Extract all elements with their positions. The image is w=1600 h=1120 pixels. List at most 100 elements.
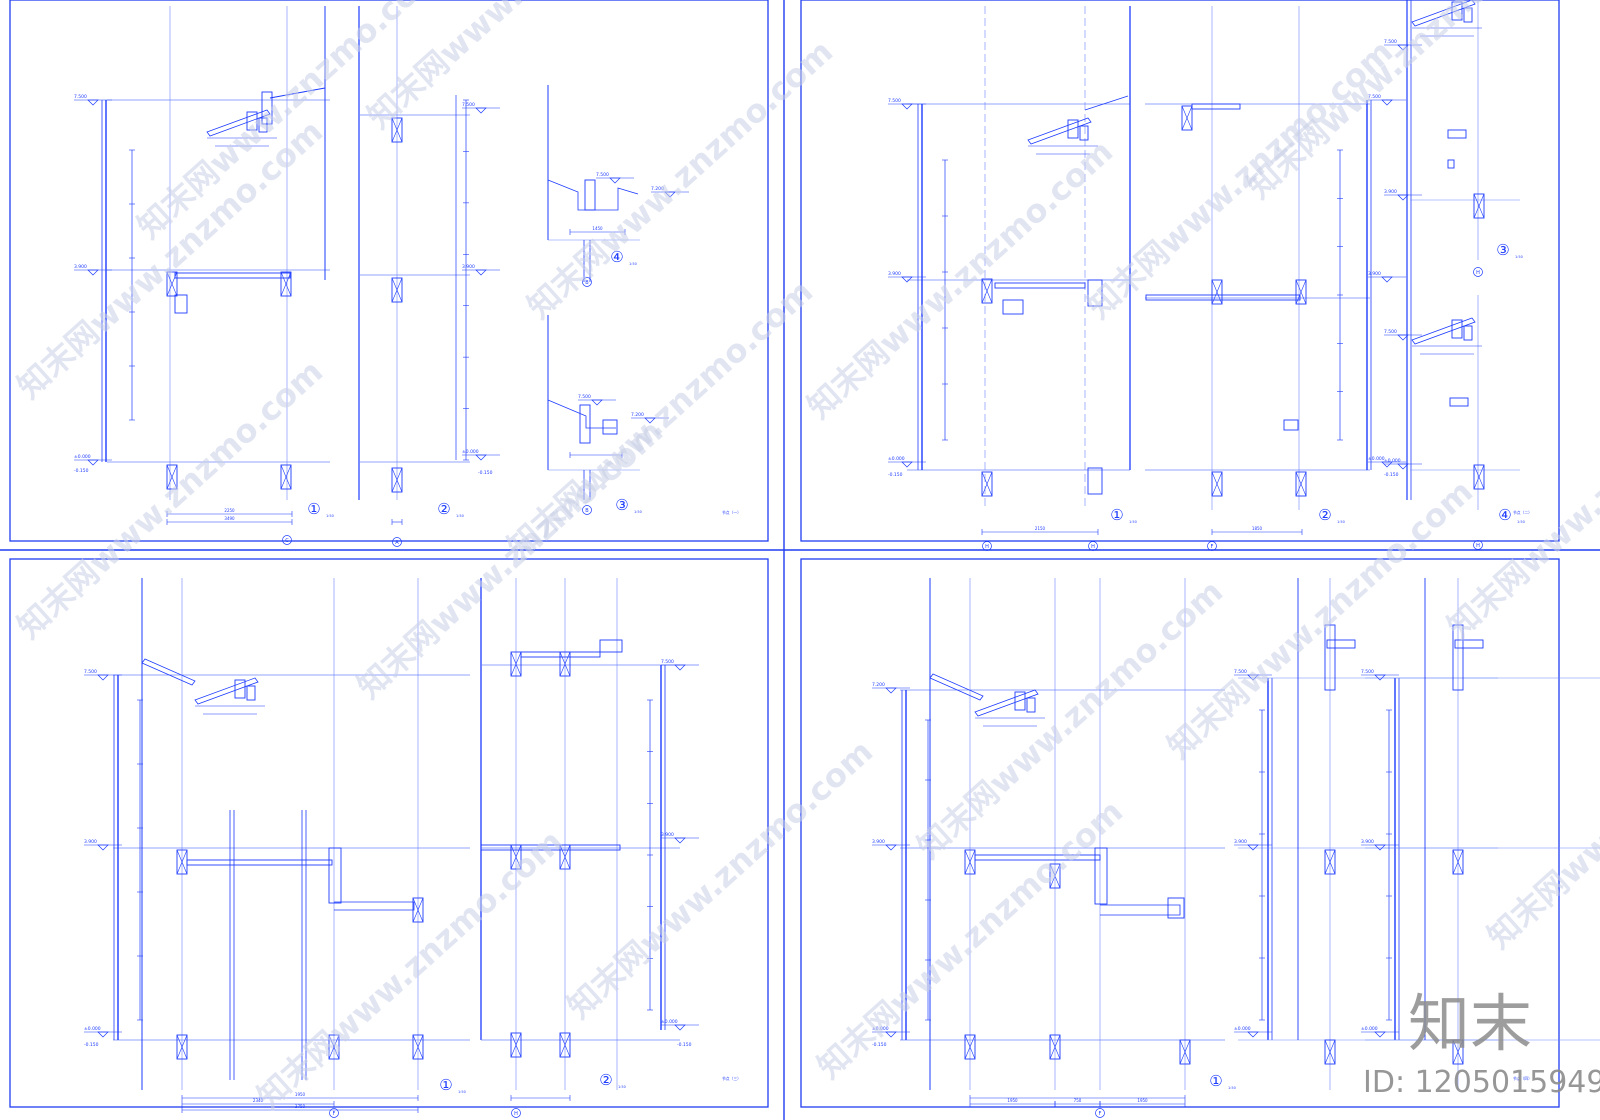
dimension-label: 1450 xyxy=(592,226,603,231)
column-section xyxy=(1324,624,1336,691)
column-section xyxy=(1473,464,1485,490)
column-cross xyxy=(391,277,403,303)
axis-bubble xyxy=(392,537,402,547)
detail-scale: 1:50 xyxy=(618,1085,626,1089)
column-section xyxy=(1087,467,1103,495)
beam-section xyxy=(1447,129,1467,139)
eaves-beam xyxy=(579,404,591,444)
sheet-frames xyxy=(9,0,1560,1108)
level-label: 7.200 xyxy=(872,682,885,688)
column-section xyxy=(166,464,178,490)
level-label: 3.900 xyxy=(1361,839,1374,845)
level-label: 3.900 xyxy=(872,839,885,845)
beam-section xyxy=(1447,159,1455,169)
column-cross xyxy=(1049,1034,1061,1060)
watermark-text: 知末网www.znzmo.com xyxy=(250,822,570,1116)
column-cross xyxy=(510,651,522,677)
level-symbol xyxy=(1381,99,1393,106)
level-symbol xyxy=(609,177,621,184)
level-symbol xyxy=(674,664,686,671)
level-symbol xyxy=(591,399,603,406)
eaves-beam xyxy=(1079,125,1089,141)
level-label: 3.900 xyxy=(1234,839,1247,845)
column-section xyxy=(328,1034,340,1060)
axis-bubble xyxy=(1473,540,1483,550)
level-label: 3.900 xyxy=(661,832,674,838)
level-label: -0.150 xyxy=(478,470,493,476)
level-symbol xyxy=(901,461,913,468)
axis-bubble xyxy=(982,541,992,551)
detail-scale: 1:50 xyxy=(456,514,464,518)
floor-beam xyxy=(186,859,333,866)
level-label: 7.500 xyxy=(578,394,591,400)
level-label: 3.900 xyxy=(84,839,97,845)
level-label: ±0.000 xyxy=(1361,1026,1378,1032)
axis-bubble xyxy=(1207,541,1217,551)
column-cross xyxy=(1179,1039,1191,1065)
sheet-note: 节点（四） xyxy=(1513,1076,1532,1081)
column-section xyxy=(981,471,993,497)
column-cross xyxy=(510,844,522,870)
column-section xyxy=(280,464,292,490)
level-label: 7.500 xyxy=(1234,669,1247,675)
sheet-frame xyxy=(9,0,769,542)
level-label: 3.900 xyxy=(888,271,901,277)
level-label: ±0.000 xyxy=(1234,1026,1251,1032)
detail-number: ① xyxy=(307,500,320,518)
level-label: 7.500 xyxy=(888,98,901,104)
parapet-section xyxy=(261,91,273,125)
detail-scale: 1:50 xyxy=(634,510,642,514)
dimension-label: 1950 xyxy=(1007,1098,1018,1103)
column-cross xyxy=(964,849,976,875)
eaves-slab xyxy=(929,673,984,701)
axis-marker: F xyxy=(333,1111,336,1117)
eaves-beam xyxy=(1451,1,1463,21)
level-symbol xyxy=(87,459,99,466)
column-cross xyxy=(1452,849,1464,875)
axis-marker: H xyxy=(985,544,989,550)
column-section xyxy=(981,278,993,304)
eaves-beam xyxy=(1026,697,1036,713)
eaves-beam xyxy=(1463,325,1473,341)
column-cross xyxy=(1211,471,1223,497)
level-symbol xyxy=(901,276,913,283)
column-cross xyxy=(1452,1039,1464,1065)
axis-marker: H xyxy=(1091,544,1095,550)
column-section xyxy=(510,1032,522,1058)
axis-marker: H xyxy=(1476,543,1480,549)
roof-slope xyxy=(1084,95,1129,111)
column-section xyxy=(964,849,976,875)
detail-number: ① xyxy=(439,1076,452,1094)
eaves-beam xyxy=(246,111,258,131)
axis-marker: F xyxy=(1211,544,1214,550)
level-symbol xyxy=(475,269,487,276)
column-section xyxy=(1295,471,1307,497)
level-label: ±0.000 xyxy=(74,454,91,460)
dimension-label: 1950 xyxy=(295,1092,306,1097)
detail-scale: 1:50 xyxy=(326,514,334,518)
canopy-slab xyxy=(334,901,415,911)
column-section xyxy=(391,117,403,143)
column-section xyxy=(1181,105,1193,131)
detail-scale: 1:50 xyxy=(1515,255,1523,259)
dimension-label: 750 xyxy=(1074,1098,1082,1103)
detail-scale: 1:50 xyxy=(458,1090,466,1094)
detail-scale: 1:50 xyxy=(1228,1086,1236,1090)
column-cross xyxy=(1324,849,1336,875)
column-section xyxy=(1452,624,1464,691)
axis-bubble xyxy=(1095,1108,1105,1118)
column-cross xyxy=(981,278,993,304)
column-section xyxy=(280,271,292,297)
dimension-label: 3490 xyxy=(224,516,235,521)
column-section xyxy=(510,651,522,677)
level-label: ±0.000 xyxy=(872,1026,889,1032)
detail-number: ④ xyxy=(1498,506,1511,524)
detail-number: ① xyxy=(1110,506,1123,524)
level-label: 7.500 xyxy=(74,94,87,100)
beam-drop xyxy=(174,294,188,314)
brand-id: ID: 1205015949 xyxy=(1363,1065,1600,1100)
column-section xyxy=(412,897,424,923)
parapet-section xyxy=(599,639,623,653)
beam-drop xyxy=(1283,419,1299,431)
floor-beam xyxy=(1145,294,1301,301)
